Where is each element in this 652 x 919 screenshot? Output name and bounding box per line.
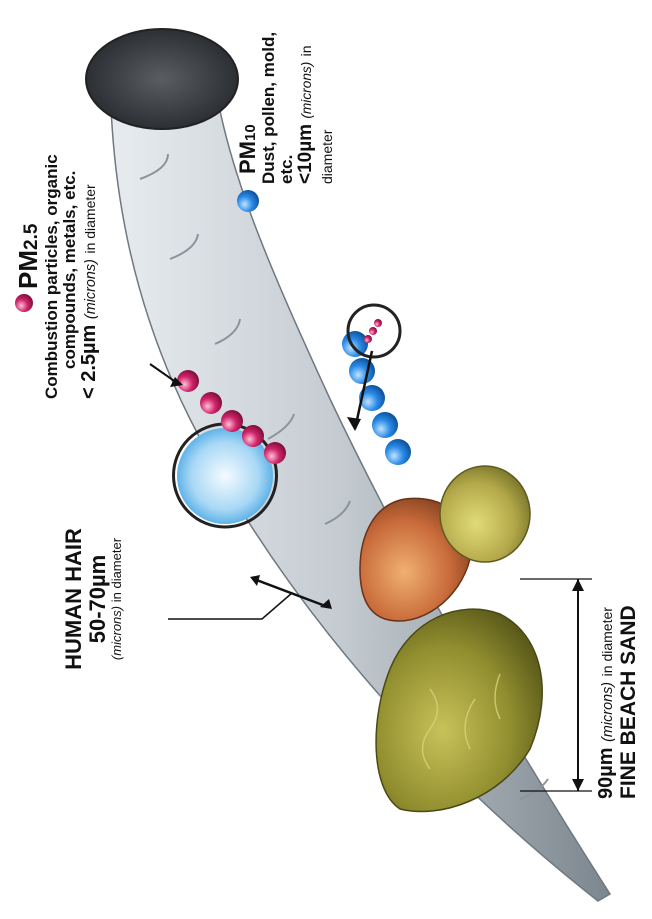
pm25-size-unit: (microns) (83, 259, 99, 319)
pm10-label: PM10 Dust, pollen, mold, etc. <10µm (mic… (236, 4, 338, 184)
sand-size-value: 90µm (595, 747, 617, 799)
hair-label: HUMAN HAIR 50-70µm (microns) in diameter (62, 504, 124, 694)
hair-title: HUMAN HAIR (62, 504, 86, 694)
pm10-legend-dot (237, 190, 259, 212)
pm10-size-unit: (microns) (299, 62, 314, 119)
pm10-title-sub: 10 (242, 124, 259, 141)
pm25-label: PM2.5 Combustion particles, organic comp… (14, 139, 101, 399)
sand-title: FINE BEACH SAND (618, 469, 641, 799)
hair-size-unit: (microns) (109, 606, 124, 660)
sand-label: 90µm (microns) in diameter FINE BEACH SA… (596, 469, 640, 799)
hair-size-value: 50-70µm (86, 504, 110, 694)
pm25-size-tail: in diameter (82, 184, 98, 253)
pm10-description: Dust, pollen, mold, etc. (260, 4, 297, 184)
pm10-title: PM (235, 141, 260, 174)
pm25-title: PM (13, 250, 43, 289)
human-hair-strand (86, 29, 610, 901)
pm25-size-value: < 2.5µm (78, 325, 100, 399)
pm25-description-line2: compounds, metals, etc. (61, 139, 79, 369)
sand-size-unit: (microns) (600, 682, 616, 742)
pm25-description-line1: Combustion particles, organic (43, 139, 61, 399)
sand-size-tail: in diameter (599, 607, 615, 676)
pm10-particle-chain (342, 305, 411, 465)
hair-size-tail: in diameter (109, 538, 124, 602)
pm10-size-value: <10µm (295, 124, 316, 184)
pm25-title-sub: 2.5 (21, 224, 42, 250)
